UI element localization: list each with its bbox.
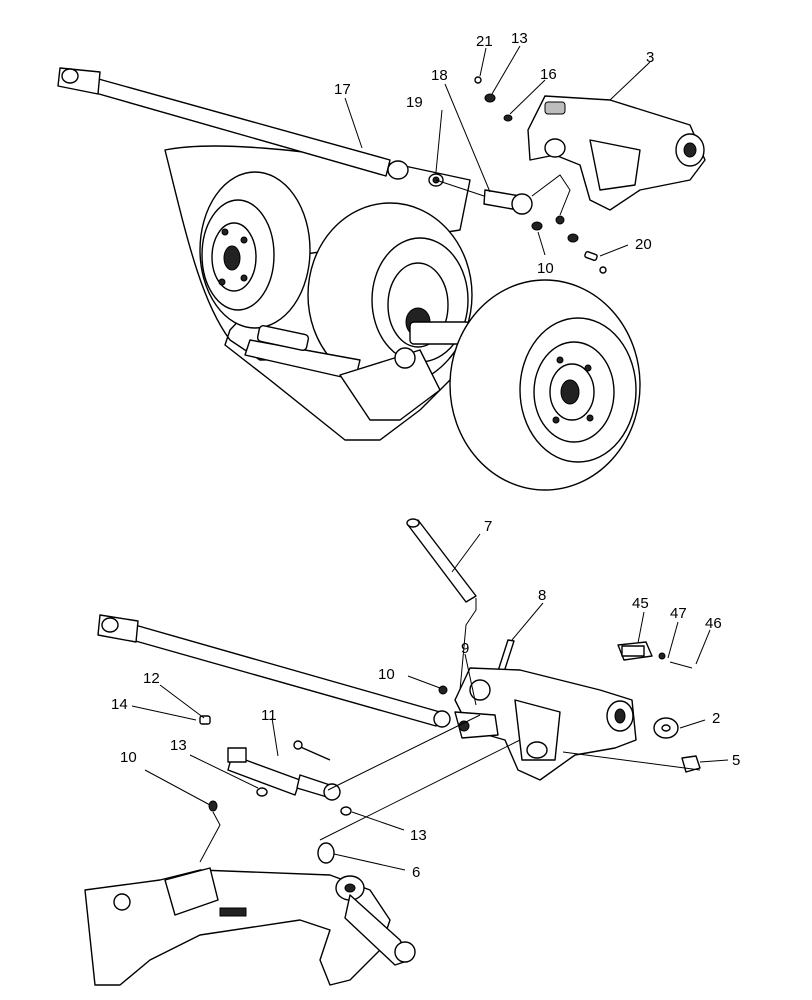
wheel-front-right: [449, 279, 641, 491]
steering-bracket-lower: [454, 667, 637, 781]
tie-rod-lower: [97, 614, 451, 728]
callout-13-lower-right: 13: [410, 827, 427, 844]
lower-steering-cylinder: [244, 325, 441, 421]
callout-12: 12: [143, 670, 160, 687]
wheel-rear-left: [199, 171, 311, 329]
callout-3: 3: [646, 49, 654, 66]
bolt-8: [497, 639, 515, 673]
upper-callouts: 21 13 3 17 18 16 19 20 10: [334, 30, 654, 277]
upper-leaders: [344, 45, 651, 257]
callout-13-upper: 13: [511, 30, 528, 47]
bushing-6: [317, 842, 335, 864]
callout-8: 8: [538, 587, 546, 604]
callout-47: 47: [670, 605, 687, 622]
callout-10-lower-left: 10: [120, 749, 137, 766]
pin-7: [406, 518, 477, 603]
callout-6: 6: [412, 864, 420, 881]
callout-11: 11: [261, 707, 277, 724]
steering-bracket-3: [527, 95, 706, 211]
callout-2: 2: [712, 710, 720, 727]
callout-5: 5: [732, 752, 740, 769]
callout-45: 45: [632, 595, 649, 612]
callout-19: 19: [406, 94, 423, 111]
callout-10-upper: 10: [537, 260, 554, 277]
callout-14: 14: [111, 696, 128, 713]
lower-assembly-view: 7 8 45 47 46 9 10 12 14 11 2 5 13 10 13 …: [84, 518, 740, 986]
callout-46: 46: [705, 615, 722, 632]
cylinder-11: [227, 740, 341, 801]
frame-arm-lower: [84, 867, 416, 986]
tie-rod-17: [57, 67, 409, 180]
callout-7: 7: [484, 518, 492, 535]
small-fasteners-upper: [474, 76, 607, 274]
washer-2: [653, 717, 679, 739]
callout-20: 20: [635, 236, 652, 253]
rod-end-18: [483, 189, 533, 215]
callout-9: 9: [461, 640, 469, 657]
lower-callouts: 7 8 45 47 46 9 10 12 14 11 2 5 13 10 13 …: [111, 518, 740, 881]
upper-assembly-view: 21 13 3 17 18 16 19 20 10: [57, 30, 706, 491]
wheel-middle: [307, 202, 473, 388]
callout-10-lower-right: 10: [378, 666, 395, 683]
callout-13-lower-left: 13: [170, 737, 187, 754]
callout-18: 18: [431, 67, 448, 84]
callout-16: 16: [540, 66, 557, 83]
callout-17: 17: [334, 81, 351, 98]
lower-leaders: [131, 533, 729, 871]
fasteners-46-47: [658, 652, 693, 669]
small-fasteners-lower: [199, 685, 448, 816]
block-45: [617, 641, 653, 661]
callout-21: 21: [476, 33, 493, 50]
